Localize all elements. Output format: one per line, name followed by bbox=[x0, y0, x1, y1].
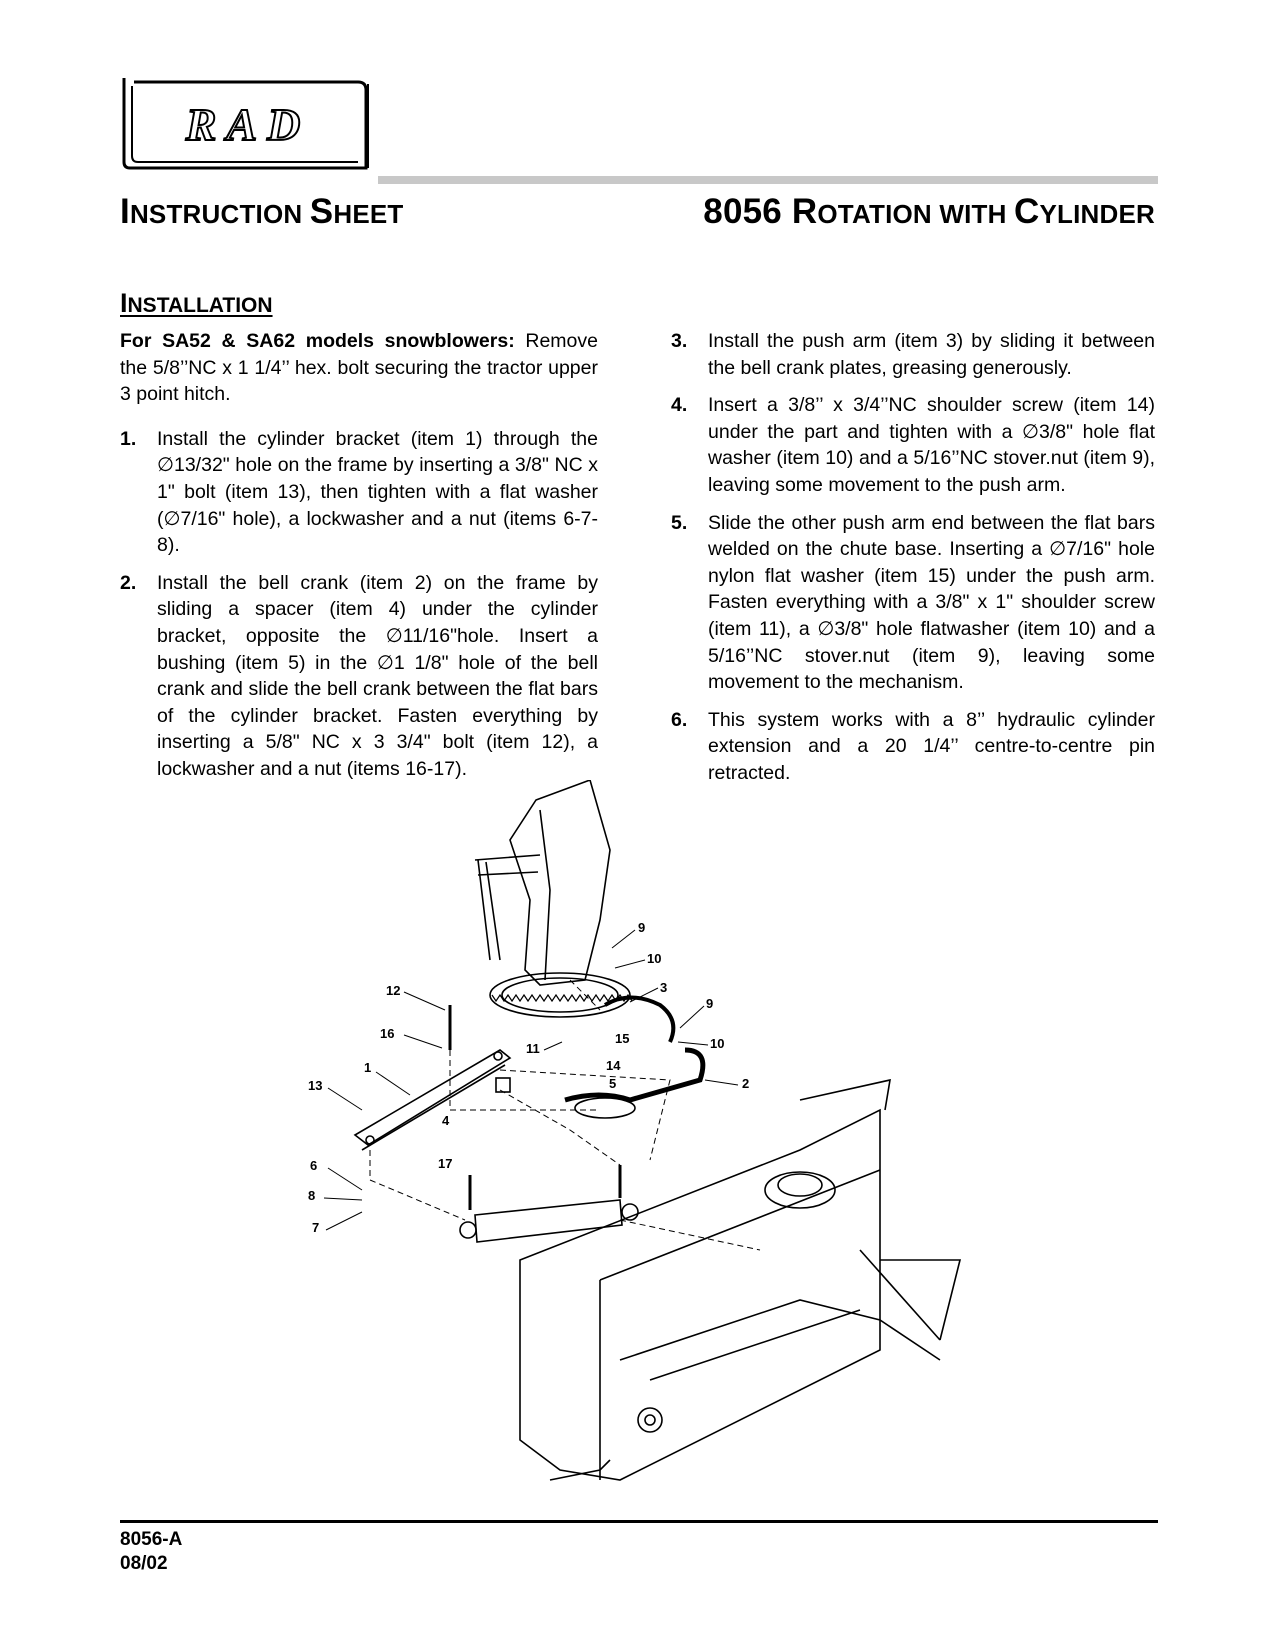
bell-crank-drawing bbox=[564, 1047, 706, 1103]
hydraulic-cylinder-drawing bbox=[459, 1165, 639, 1243]
step-text: Install the push arm (item 3) by sliding… bbox=[708, 330, 1155, 379]
header-rule bbox=[378, 176, 1158, 184]
step-4: 4. Insert a 3/8’’ x 3/4’’NC shoulder scr… bbox=[671, 392, 1155, 498]
callout-15: 15 bbox=[615, 1031, 629, 1046]
logo-text: RAD bbox=[185, 99, 311, 150]
step-number: 6. bbox=[671, 708, 688, 731]
step-6: 6. This system works with a 8’’ hydrauli… bbox=[671, 707, 1155, 787]
callout-6: 6 bbox=[310, 1158, 317, 1173]
step-text: Install the bell crank (item 2) on the f… bbox=[157, 571, 598, 780]
step-number: 5. bbox=[671, 511, 688, 534]
document-code: 8056-A bbox=[120, 1529, 183, 1550]
step-3: 3. Install the push arm (item 3) by slid… bbox=[671, 328, 1155, 381]
callout-10: 10 bbox=[647, 951, 661, 966]
callout-leaders bbox=[323, 929, 739, 1231]
left-column: For SA52 & SA62 models snowblowers: Remo… bbox=[120, 328, 598, 794]
cylinder-bracket-drawing bbox=[353, 1049, 512, 1151]
step-1: 1. Install the cylinder bracket (item 1)… bbox=[120, 426, 598, 559]
callout-9b: 9 bbox=[706, 996, 713, 1011]
chute-drawing bbox=[474, 778, 633, 1018]
document-type-title: INSTRUCTION SHEET bbox=[120, 192, 404, 231]
footer-rule bbox=[120, 1520, 1158, 1523]
step-text: This system works with a 8’’ hydraulic c… bbox=[708, 708, 1155, 784]
callout-12: 12 bbox=[386, 983, 400, 998]
callout-1: 1 bbox=[364, 1060, 371, 1075]
callout-7: 7 bbox=[312, 1220, 319, 1235]
spacer-drawing bbox=[495, 1077, 511, 1093]
assembly-guide-lines bbox=[369, 979, 761, 1251]
intro-text: Remove the 5/8’’NC x 1 1/4’’ hex. bolt s… bbox=[120, 330, 598, 406]
rad-logo: RAD bbox=[120, 76, 380, 172]
callout-10b: 10 bbox=[710, 1036, 724, 1051]
callout-14: 14 bbox=[606, 1058, 621, 1073]
callout-17: 17 bbox=[438, 1156, 452, 1171]
callout-4: 4 bbox=[442, 1113, 450, 1128]
callout-2: 2 bbox=[742, 1076, 749, 1091]
callout-16: 16 bbox=[380, 1026, 394, 1041]
step-number: 2. bbox=[120, 571, 137, 594]
callout-labels: 9 10 3 9 10 12 16 11 15 14 5 2 1 13 4 17… bbox=[308, 920, 749, 1235]
installation-heading: INSTALLATION bbox=[120, 288, 273, 318]
snowblower-housing-drawing bbox=[519, 1078, 962, 1481]
bell-crank-plate bbox=[574, 1097, 636, 1119]
footer: 8056-A 08/02 bbox=[120, 1528, 182, 1576]
intro-bold: For SA52 & SA62 models snowblowers: bbox=[120, 330, 515, 352]
right-column: 3. Install the push arm (item 3) by slid… bbox=[671, 328, 1155, 798]
intro-paragraph: For SA52 & SA62 models snowblowers: Remo… bbox=[120, 328, 598, 408]
document-date: 08/02 bbox=[120, 1553, 168, 1574]
step-text: Slide the other push arm end between the… bbox=[708, 511, 1155, 694]
step-2: 2. Install the bell crank (item 2) on th… bbox=[120, 570, 598, 783]
step-text: Insert a 3/8’’ x 3/4’’NC shoulder screw … bbox=[708, 394, 1155, 496]
callout-5: 5 bbox=[609, 1076, 616, 1091]
step-number: 1. bbox=[120, 427, 137, 450]
step-5: 5. Slide the other push arm end between … bbox=[671, 510, 1155, 696]
step-number: 4. bbox=[671, 394, 688, 417]
step-number: 3. bbox=[671, 330, 688, 352]
product-title: 8056 ROTATION WITH CYLINDER bbox=[703, 192, 1155, 231]
callout-11: 11 bbox=[526, 1041, 540, 1056]
callout-9: 9 bbox=[638, 920, 645, 935]
callout-3: 3 bbox=[660, 980, 667, 995]
callout-13: 13 bbox=[308, 1078, 322, 1093]
step-text: Install the cylinder bracket (item 1) th… bbox=[157, 427, 598, 557]
callout-8: 8 bbox=[308, 1188, 315, 1203]
push-arm-drawing bbox=[603, 995, 676, 1043]
assembly-diagram: 9 10 3 9 10 12 16 11 15 14 5 2 1 13 4 17… bbox=[300, 778, 1020, 1500]
